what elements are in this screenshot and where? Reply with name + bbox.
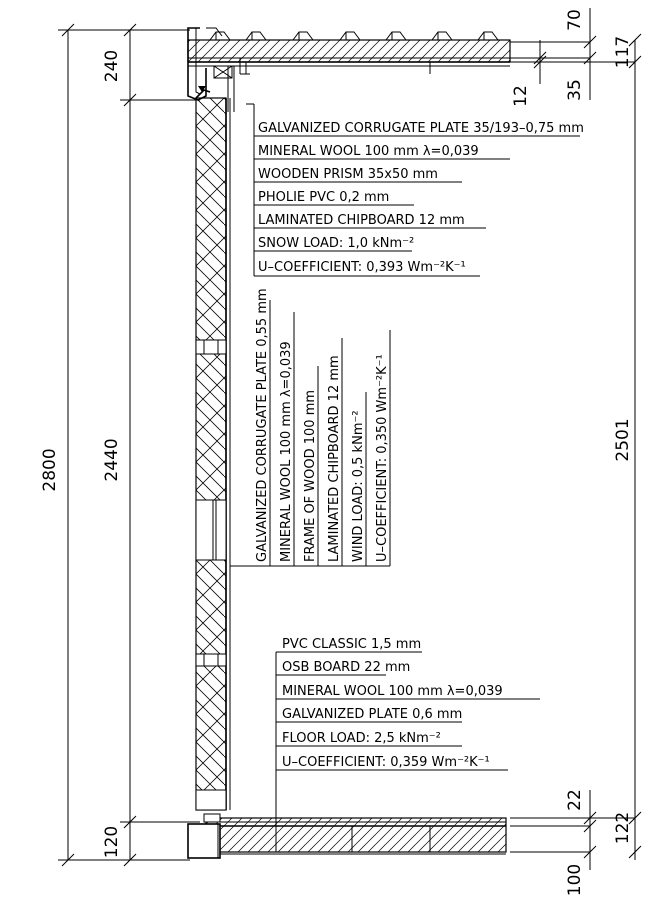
floor-edge-beam [187, 823, 221, 859]
dim-wall-height: 2440 [102, 438, 122, 481]
floor-label-2: MINERAL WOOL 100 mm λ=0,039 [282, 684, 503, 699]
section-break-right [510, 41, 635, 853]
dim-right-117: 117 [613, 36, 633, 68]
roof-layer-callout: GALVANIZED CORRUGATE PLATE 35/193–0,75 m… [246, 103, 584, 277]
wall-frame-members [195, 339, 227, 811]
dim-right-22: 22 [565, 789, 585, 811]
wall-label-3: LAMINATED CHIPBOARD 12 mm [327, 355, 342, 562]
wall-panel [195, 97, 227, 811]
roof-label-5: SNOW LOAD: 1,0 kNm⁻² [258, 236, 414, 251]
dim-right-122: 122 [613, 812, 633, 844]
roof-label-0: GALVANIZED CORRUGATE PLATE 35/193–0,75 m… [258, 121, 584, 136]
dimension-lines [58, 8, 642, 870]
roof-section [187, 27, 511, 112]
wall-label-5: U–COEFFICIENT: 0,350 Wm⁻²K⁻¹ [375, 354, 390, 562]
dim-right-70: 70 [565, 9, 585, 31]
floor-label-0: PVC CLASSIC 1,5 mm [282, 637, 421, 652]
dim-right-100: 100 [565, 864, 585, 896]
dim-roof-thickness: 240 [102, 50, 122, 82]
dimension-labels: 2800 2440 240 120 2501 70 117 35 12 22 1… [40, 9, 633, 896]
wall-label-1: MINERAL WOOL 100 mm λ=0,039 [279, 341, 294, 562]
dim-right-height: 2501 [613, 418, 633, 461]
floor-label-5: U–COEFFICIENT: 0,359 Wm⁻²K⁻¹ [282, 755, 490, 770]
roof-label-6: U–COEFFICIENT: 0,393 Wm⁻²K⁻¹ [258, 260, 466, 275]
roof-corrugation [209, 31, 499, 41]
floor-layer-callout: PVC CLASSIC 1,5 mm OSB BOARD 22 mm MINER… [275, 637, 540, 826]
floor-label-4: FLOOR LOAD: 2,5 kNm⁻² [282, 731, 441, 746]
dim-right-35: 35 [565, 79, 585, 101]
roof-label-4: LAMINATED CHIPBOARD 12 mm [258, 213, 465, 228]
wall-label-4: WIND LOAD: 0,5 kNm⁻² [351, 410, 366, 562]
roof-label-1: MINERAL WOOL 100 mm λ=0,039 [258, 144, 479, 159]
roof-label-3: PHOLIE PVC 0,2 mm [258, 190, 389, 205]
wall-label-2: FRAME OF WOOD 100 mm [303, 390, 318, 562]
roof-slab [187, 39, 511, 63]
dim-right-12: 12 [511, 85, 531, 107]
floor-section [187, 813, 507, 859]
roof-label-2: WOODEN PRISM 35x50 mm [258, 167, 438, 182]
wall-section [195, 97, 231, 811]
wall-layer-callout: GALVANIZED CORRUGATE PLATE 0,55 mm MINER… [230, 288, 391, 567]
dim-total-height: 2800 [40, 448, 60, 491]
floor-label-1: OSB BOARD 22 mm [282, 660, 410, 675]
floor-label-3: GALVANIZED PLATE 0,6 mm [282, 707, 462, 722]
floor-slab [205, 817, 507, 853]
wall-label-0: GALVANIZED CORRUGATE PLATE 0,55 mm [255, 288, 270, 562]
dim-floor-thickness: 120 [102, 826, 122, 858]
